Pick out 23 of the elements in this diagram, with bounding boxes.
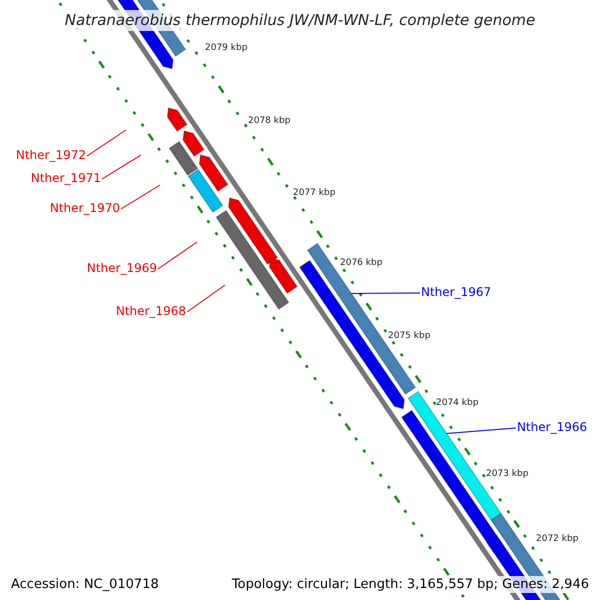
gene-label: Nther_1972	[16, 149, 86, 161]
scale-label: 2074 kbp	[436, 399, 478, 408]
scale-label: 2072 kbp	[536, 535, 578, 544]
scale-label: 2077 kbp	[293, 189, 336, 198]
leader-line	[120, 184, 160, 210]
leader-line	[158, 242, 198, 270]
gene-label: Nther_1971	[30, 172, 101, 184]
leader-line	[102, 154, 142, 180]
scale-label: 2073 kbp	[486, 470, 528, 479]
gene-arrow	[306, 242, 416, 395]
gene-label: Nther_1968	[116, 305, 186, 317]
gene-label: Nther_1969	[86, 262, 157, 274]
scale-label: 2076 kbp	[340, 259, 382, 268]
leader-line	[350, 292, 420, 294]
gene-label: Nther_1970	[50, 202, 120, 214]
scale-label: 2078 kbp	[248, 117, 290, 126]
scale-label: 2079 kbp	[205, 44, 248, 53]
gene-label: Nther_1966	[517, 421, 588, 433]
leader-line	[446, 428, 516, 434]
leader-line	[86, 130, 126, 156]
leader-line	[186, 284, 226, 312]
gene-label: Nther_1967	[421, 286, 492, 298]
scale-label: 2075 kbp	[388, 332, 430, 341]
